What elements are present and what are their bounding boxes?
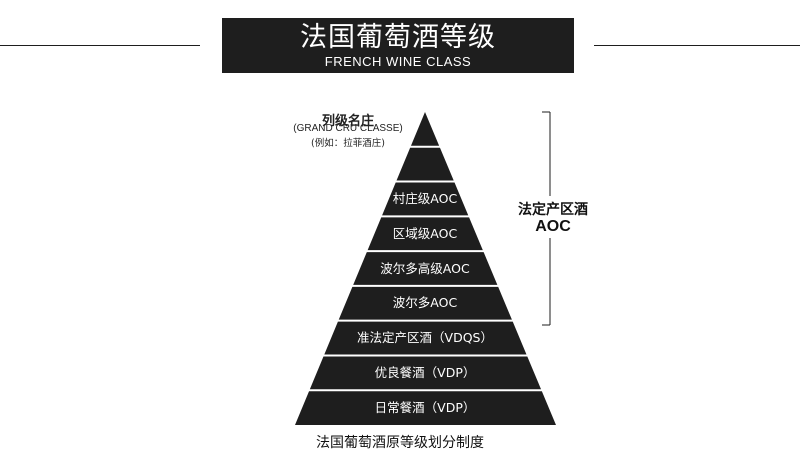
top-tier-example: (例如：拉菲酒庄) xyxy=(311,138,385,149)
tier-label: 村庄级AOC xyxy=(392,190,458,206)
header-rule-left xyxy=(0,45,200,46)
diagram-caption: 法国葡萄酒原等级划分制度 xyxy=(316,435,484,451)
tier-label: 区域级AOC xyxy=(392,225,458,241)
pyramid-tier xyxy=(367,217,483,251)
pyramid-tier xyxy=(324,321,527,355)
bracket-label-aoc: AOC xyxy=(535,218,571,235)
top-tier-label: 列级名庄 xyxy=(321,114,374,129)
header-rule-right xyxy=(594,45,800,46)
top-tier-label-en: (GRAND CRU CLASSE) xyxy=(293,123,403,134)
page-title: 法国葡萄酒等级 xyxy=(300,22,496,53)
tier-label: 波尔多AOC xyxy=(392,295,458,311)
tier-label: 日常餐酒（VDP） xyxy=(374,400,476,416)
header-banner: 法国葡萄酒等级 FRENCH WINE CLASS xyxy=(222,18,574,73)
pyramid-tier xyxy=(338,286,512,320)
pyramid-tier xyxy=(309,356,542,390)
page-subtitle: FRENCH WINE CLASS xyxy=(324,54,472,69)
pyramid-tier xyxy=(295,391,556,425)
bracket-label: 法定产区酒 xyxy=(518,202,588,218)
pyramid-tier xyxy=(396,147,454,181)
pyramid-tier xyxy=(410,112,440,146)
tier-label: 优良餐酒（VDP） xyxy=(374,364,476,380)
pyramid-tier xyxy=(353,252,498,285)
tier-label: 波尔多高级AOC xyxy=(380,260,470,276)
pyramid-tier xyxy=(382,182,469,216)
tier-label: 准法定产区酒（VDQS） xyxy=(357,330,493,346)
